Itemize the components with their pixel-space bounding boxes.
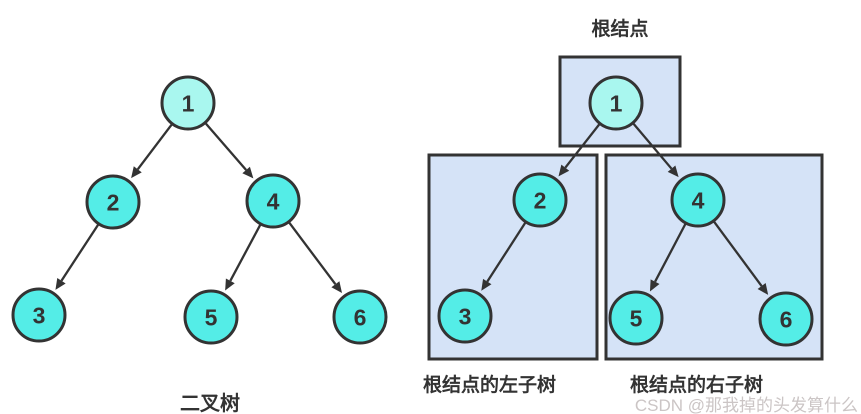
tree-node-3 xyxy=(11,287,67,343)
tree-node-1 xyxy=(588,75,644,131)
edge-1-4 xyxy=(204,122,248,171)
edge-1-4 xyxy=(632,122,673,170)
arrowhead-4-6 xyxy=(757,283,769,295)
arrowhead-1-2 xyxy=(131,166,142,179)
tree-node-4 xyxy=(245,173,301,229)
csdn-watermark: CSDN @那我掉的头发算什么 xyxy=(634,396,858,414)
tree-node-value-6: 6 xyxy=(780,306,793,332)
edge-2-3 xyxy=(486,222,527,283)
arrowhead-4-6 xyxy=(331,281,342,293)
tree-node-value-2: 2 xyxy=(107,189,120,215)
root-node-label: 根结点 xyxy=(591,19,649,40)
tree-node-value-5: 5 xyxy=(205,304,218,330)
edge-2-3 xyxy=(60,223,100,282)
tree-node-2 xyxy=(512,172,568,228)
tree-node-5 xyxy=(608,290,664,346)
edge-1-2 xyxy=(564,123,601,169)
arrowhead-1-4 xyxy=(242,166,254,179)
tree-node-value-2: 2 xyxy=(534,187,547,213)
tree-node-6 xyxy=(758,291,814,347)
arrowhead-4-5 xyxy=(649,279,660,292)
tree-node-value-4: 4 xyxy=(692,187,705,213)
tree-node-5 xyxy=(183,289,239,345)
tree-node-4 xyxy=(670,172,726,228)
arrowhead-2-3 xyxy=(481,278,492,291)
tree-node-value-5: 5 xyxy=(630,305,643,331)
edge-4-5 xyxy=(229,224,262,282)
edge-4-6 xyxy=(288,221,337,285)
tree-node-value-1: 1 xyxy=(610,90,623,116)
right-subtree-label: 根结点的右子树 xyxy=(630,375,764,396)
tree-node-value-4: 4 xyxy=(267,188,280,214)
arrowhead-2-3 xyxy=(55,277,66,290)
tree-node-6 xyxy=(332,289,388,345)
tree-node-3 xyxy=(437,288,493,344)
edge-1-2 xyxy=(136,123,173,171)
edge-4-6 xyxy=(713,221,763,287)
edge-4-5 xyxy=(654,223,687,283)
tree-node-value-3: 3 xyxy=(33,302,46,328)
tree-node-1 xyxy=(160,75,216,131)
left-subtree-label: 根结点的左子树 xyxy=(423,375,557,396)
arrowhead-1-2 xyxy=(558,164,570,177)
tree-node-value-6: 6 xyxy=(354,304,367,330)
arrowhead-4-5 xyxy=(225,278,235,291)
tree-node-value-3: 3 xyxy=(459,303,472,329)
binary-tree-caption: 二叉树 xyxy=(180,393,240,414)
arrowhead-1-4 xyxy=(667,165,679,178)
tree-node-value-1: 1 xyxy=(182,90,195,116)
tree-node-2 xyxy=(85,174,141,230)
